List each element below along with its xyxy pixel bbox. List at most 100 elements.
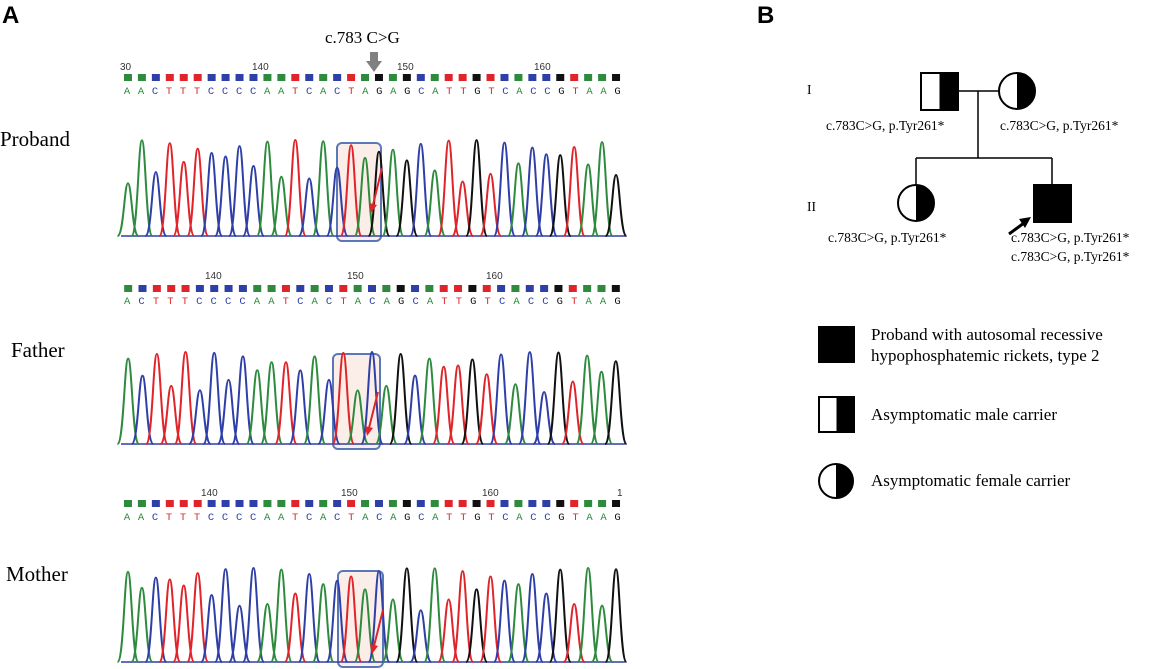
base-letter: C [544,86,551,98]
quality-square [511,285,520,292]
generation-label: I [807,82,812,97]
trace-peak [576,163,600,237]
trace-peak [381,148,405,237]
base-letter: C [527,296,535,308]
base-letter: T [179,512,187,524]
base-letter: T [460,86,467,98]
base-letter: T [167,296,174,308]
quality-square [151,74,160,81]
base-letter: G [474,512,481,524]
trace-peak [395,159,419,237]
trace-peak [144,576,168,663]
quality-square [277,74,286,81]
quality-square [454,285,463,292]
base-letter: C [249,512,257,524]
trace-peak [367,570,391,663]
quality-square [138,285,147,292]
tick-label: 1 [617,488,623,499]
trace-peak [395,567,419,663]
trace-peak [200,594,224,663]
trace-peak [158,142,182,237]
legend-female-carrier-icon [818,463,854,499]
quality-square [333,74,342,81]
red-arrow-icon [369,167,383,213]
base-letter: C [502,512,509,524]
mother-half-filled-circle-icon [998,72,1036,110]
base-letter: C [221,512,229,524]
base-letter: A [432,86,439,98]
quality-square [353,285,362,292]
base-letter: A [253,296,261,308]
panel-b-letter: B [757,2,775,29]
trace-peak [214,568,238,663]
base-letter: A [516,512,523,524]
quality-square [324,285,333,292]
base-letter: G [398,296,405,308]
trace-peak [520,572,544,663]
base-letter: G [614,512,621,524]
trace-peak [360,351,384,445]
quality-square [291,500,300,507]
base-letter: A [362,512,369,524]
quality-square [584,500,593,507]
quality-square [291,74,300,81]
trace-peak [255,140,279,237]
quality-square [137,74,146,81]
quality-square [482,285,491,292]
quality-square [514,500,523,507]
base-letter: T [572,512,579,524]
trace-peak [274,361,298,445]
quality-square [528,74,537,81]
trace-peak [302,355,327,445]
base-letter: A [320,86,327,98]
base-letter: C [297,296,304,308]
quality-square [123,500,132,507]
trace-peak [130,586,154,663]
quality-square [472,500,481,507]
red-arrow-icon [365,391,379,436]
quality-square [181,285,190,292]
base-letter: A [516,86,523,98]
trace-peak [417,357,442,445]
trace-peak [269,568,293,663]
base-letter: G [474,86,481,98]
chromatogram-panel [116,52,628,668]
quality-square [486,74,495,81]
tick-label: 150 [341,488,358,499]
quality-square [179,74,188,81]
trace-peak [231,355,255,445]
base-letter: A [124,296,131,308]
trace-peak [604,360,628,445]
trace-peak [353,156,377,237]
base-letter: T [282,296,289,308]
quality-square [310,285,319,292]
base-letter: A [268,296,275,308]
quality-square [554,285,563,292]
quality-square [542,500,551,507]
base-letter: C [530,86,537,98]
base-letter: T [193,512,201,524]
quality-square [165,74,174,81]
quality-square [556,74,565,81]
quality-square [151,500,160,507]
quality-square [472,74,481,81]
base-letter: A [432,512,439,524]
quality-square [267,285,276,292]
base-letter: C [138,296,145,308]
quality-square [458,74,467,81]
base-letter: C [376,512,383,524]
quality-square [388,500,397,507]
trace-peak [506,162,530,237]
trace-peak [520,146,544,237]
quality-square [500,500,509,507]
base-letter: A [123,512,131,524]
sister-half-filled-circle-icon [897,184,935,222]
proband-genotype-1: c.783C>G, p.Tyr261* [1011,230,1130,245]
base-letter: T [446,512,453,524]
trace-peak [437,139,461,237]
base-letter: A [320,512,327,524]
quality-square [528,500,537,507]
trace-peak [465,139,489,237]
